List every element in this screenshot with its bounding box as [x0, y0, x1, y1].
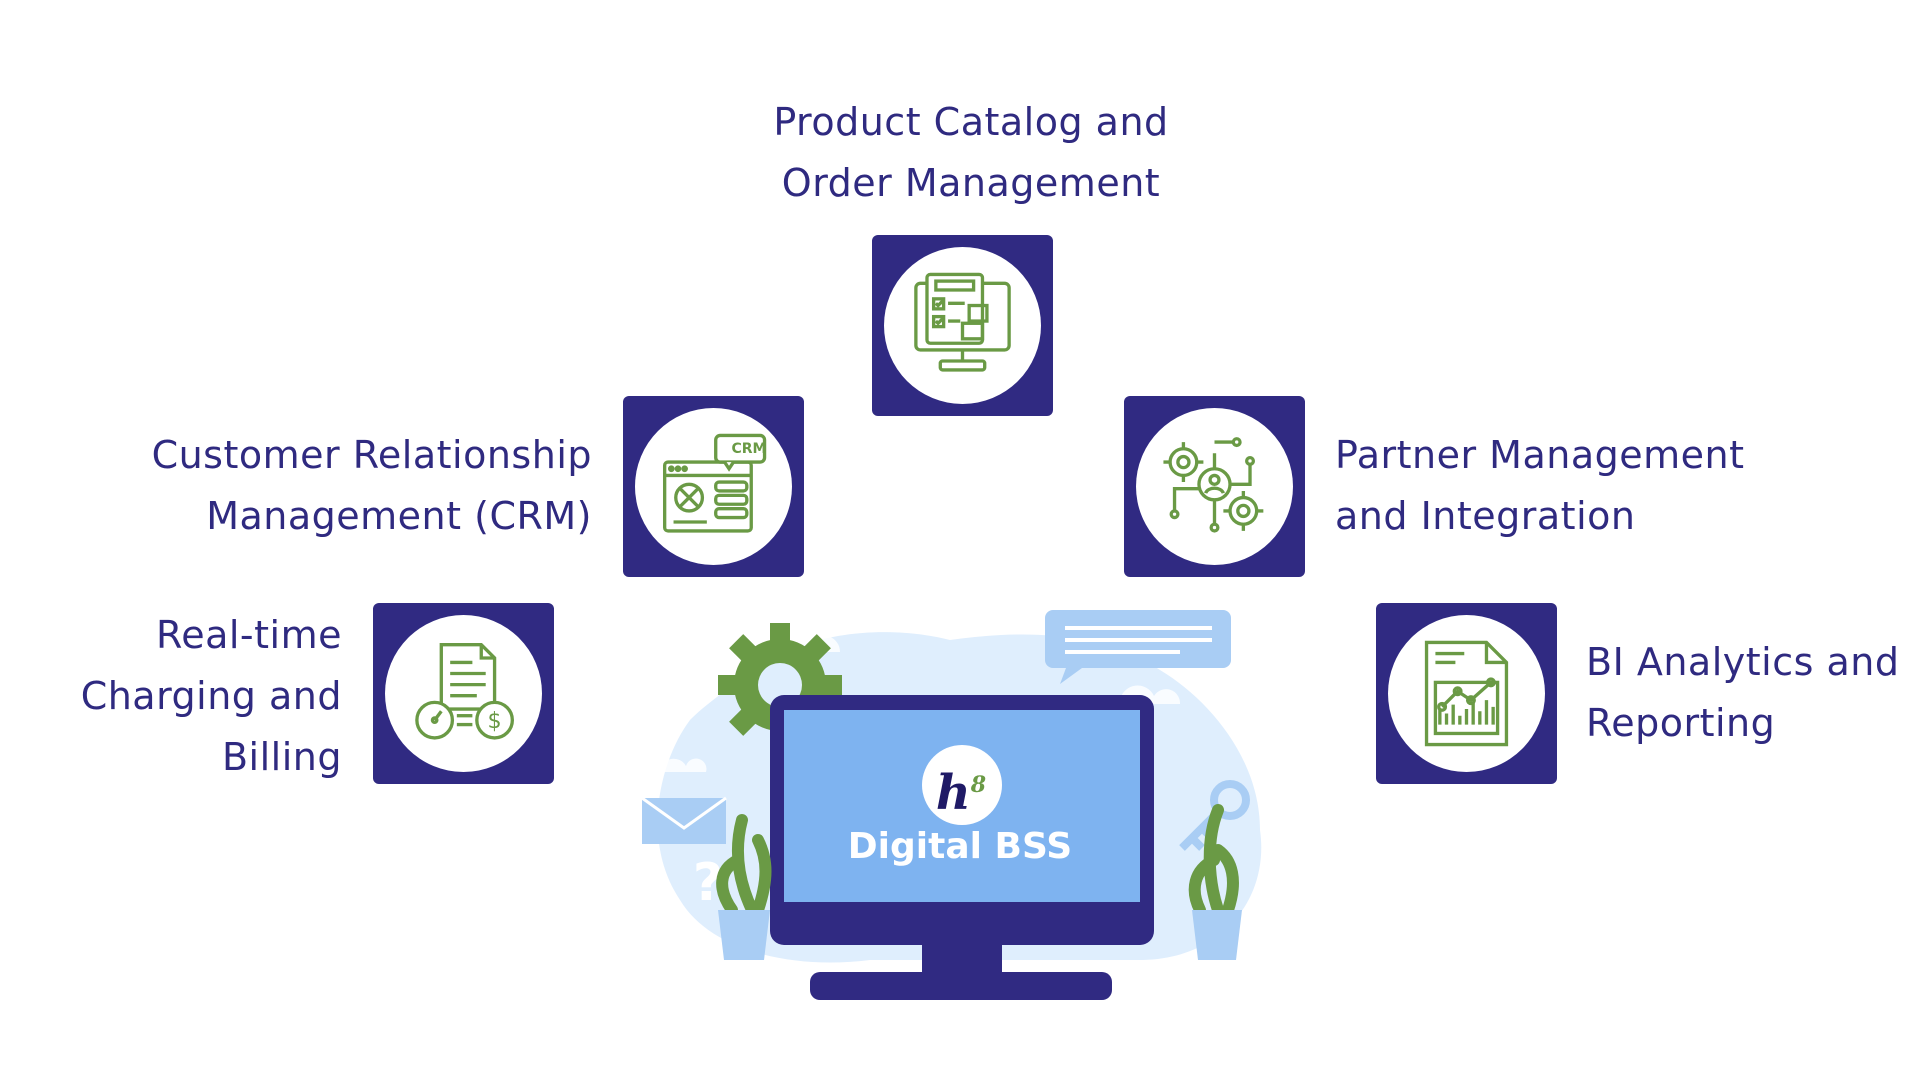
- billing-line-2: Charging and: [80, 674, 342, 718]
- partner-line-1: Partner Management: [1335, 433, 1745, 477]
- product-catalog-label: Product Catalog and Order Management: [756, 92, 1186, 214]
- digital-bss-illustration: ?: [641, 610, 1262, 1000]
- crm-disc: [635, 408, 792, 565]
- partner-line-2: and Integration: [1335, 494, 1636, 538]
- bi-line-1: BI Analytics and: [1586, 640, 1900, 684]
- billing-line-3: Billing: [221, 735, 342, 779]
- envelope-icon: [641, 796, 727, 844]
- h8-logo: [922, 745, 1002, 825]
- logo-mark: h: [935, 765, 971, 821]
- right-plant-icon: [1188, 804, 1242, 960]
- billing-label: Real-time Charging and Billing: [40, 605, 342, 788]
- crm-line-1: Customer Relationship: [151, 433, 592, 477]
- product-catalog-tile: [872, 235, 1053, 416]
- crm-label: Customer Relationship Management (CRM): [110, 425, 592, 547]
- crm-tile: CRM: [623, 396, 804, 577]
- partner-tile: [1124, 396, 1305, 577]
- billing-disc: [385, 615, 542, 772]
- charging-billing-icon: $: [415, 642, 515, 740]
- bi-tile: [1376, 603, 1557, 784]
- svg-text:$: $: [488, 708, 502, 734]
- crm-line-2: Management (CRM): [206, 494, 592, 538]
- crm-dashboard-icon: [662, 433, 767, 533]
- billing-line-1: Real-time: [156, 613, 342, 657]
- product-catalog-line-1: Product Catalog and: [773, 100, 1169, 144]
- order-management-monitor-icon: [914, 272, 1011, 372]
- partner-label: Partner Management and Integration: [1335, 425, 1745, 547]
- left-plant-icon: [716, 814, 772, 960]
- bi-line-2: Reporting: [1586, 701, 1776, 745]
- partner-network-gears-icon: [1163, 437, 1264, 533]
- bi-label: BI Analytics and Reporting: [1586, 632, 1899, 754]
- crm-badge-text: CRM: [732, 441, 767, 457]
- digital-bss-title: Digital BSS: [847, 826, 1073, 867]
- billing-tile: $: [373, 603, 554, 784]
- analytics-report-icon: [1424, 640, 1509, 747]
- h8-logo-text: h8: [925, 755, 997, 823]
- logo-superscript: 8: [970, 772, 987, 798]
- chat-bubble-icon: [1045, 610, 1231, 684]
- product-catalog-line-2: Order Management: [781, 161, 1161, 205]
- svg-text:CRM: CRM: [732, 441, 767, 457]
